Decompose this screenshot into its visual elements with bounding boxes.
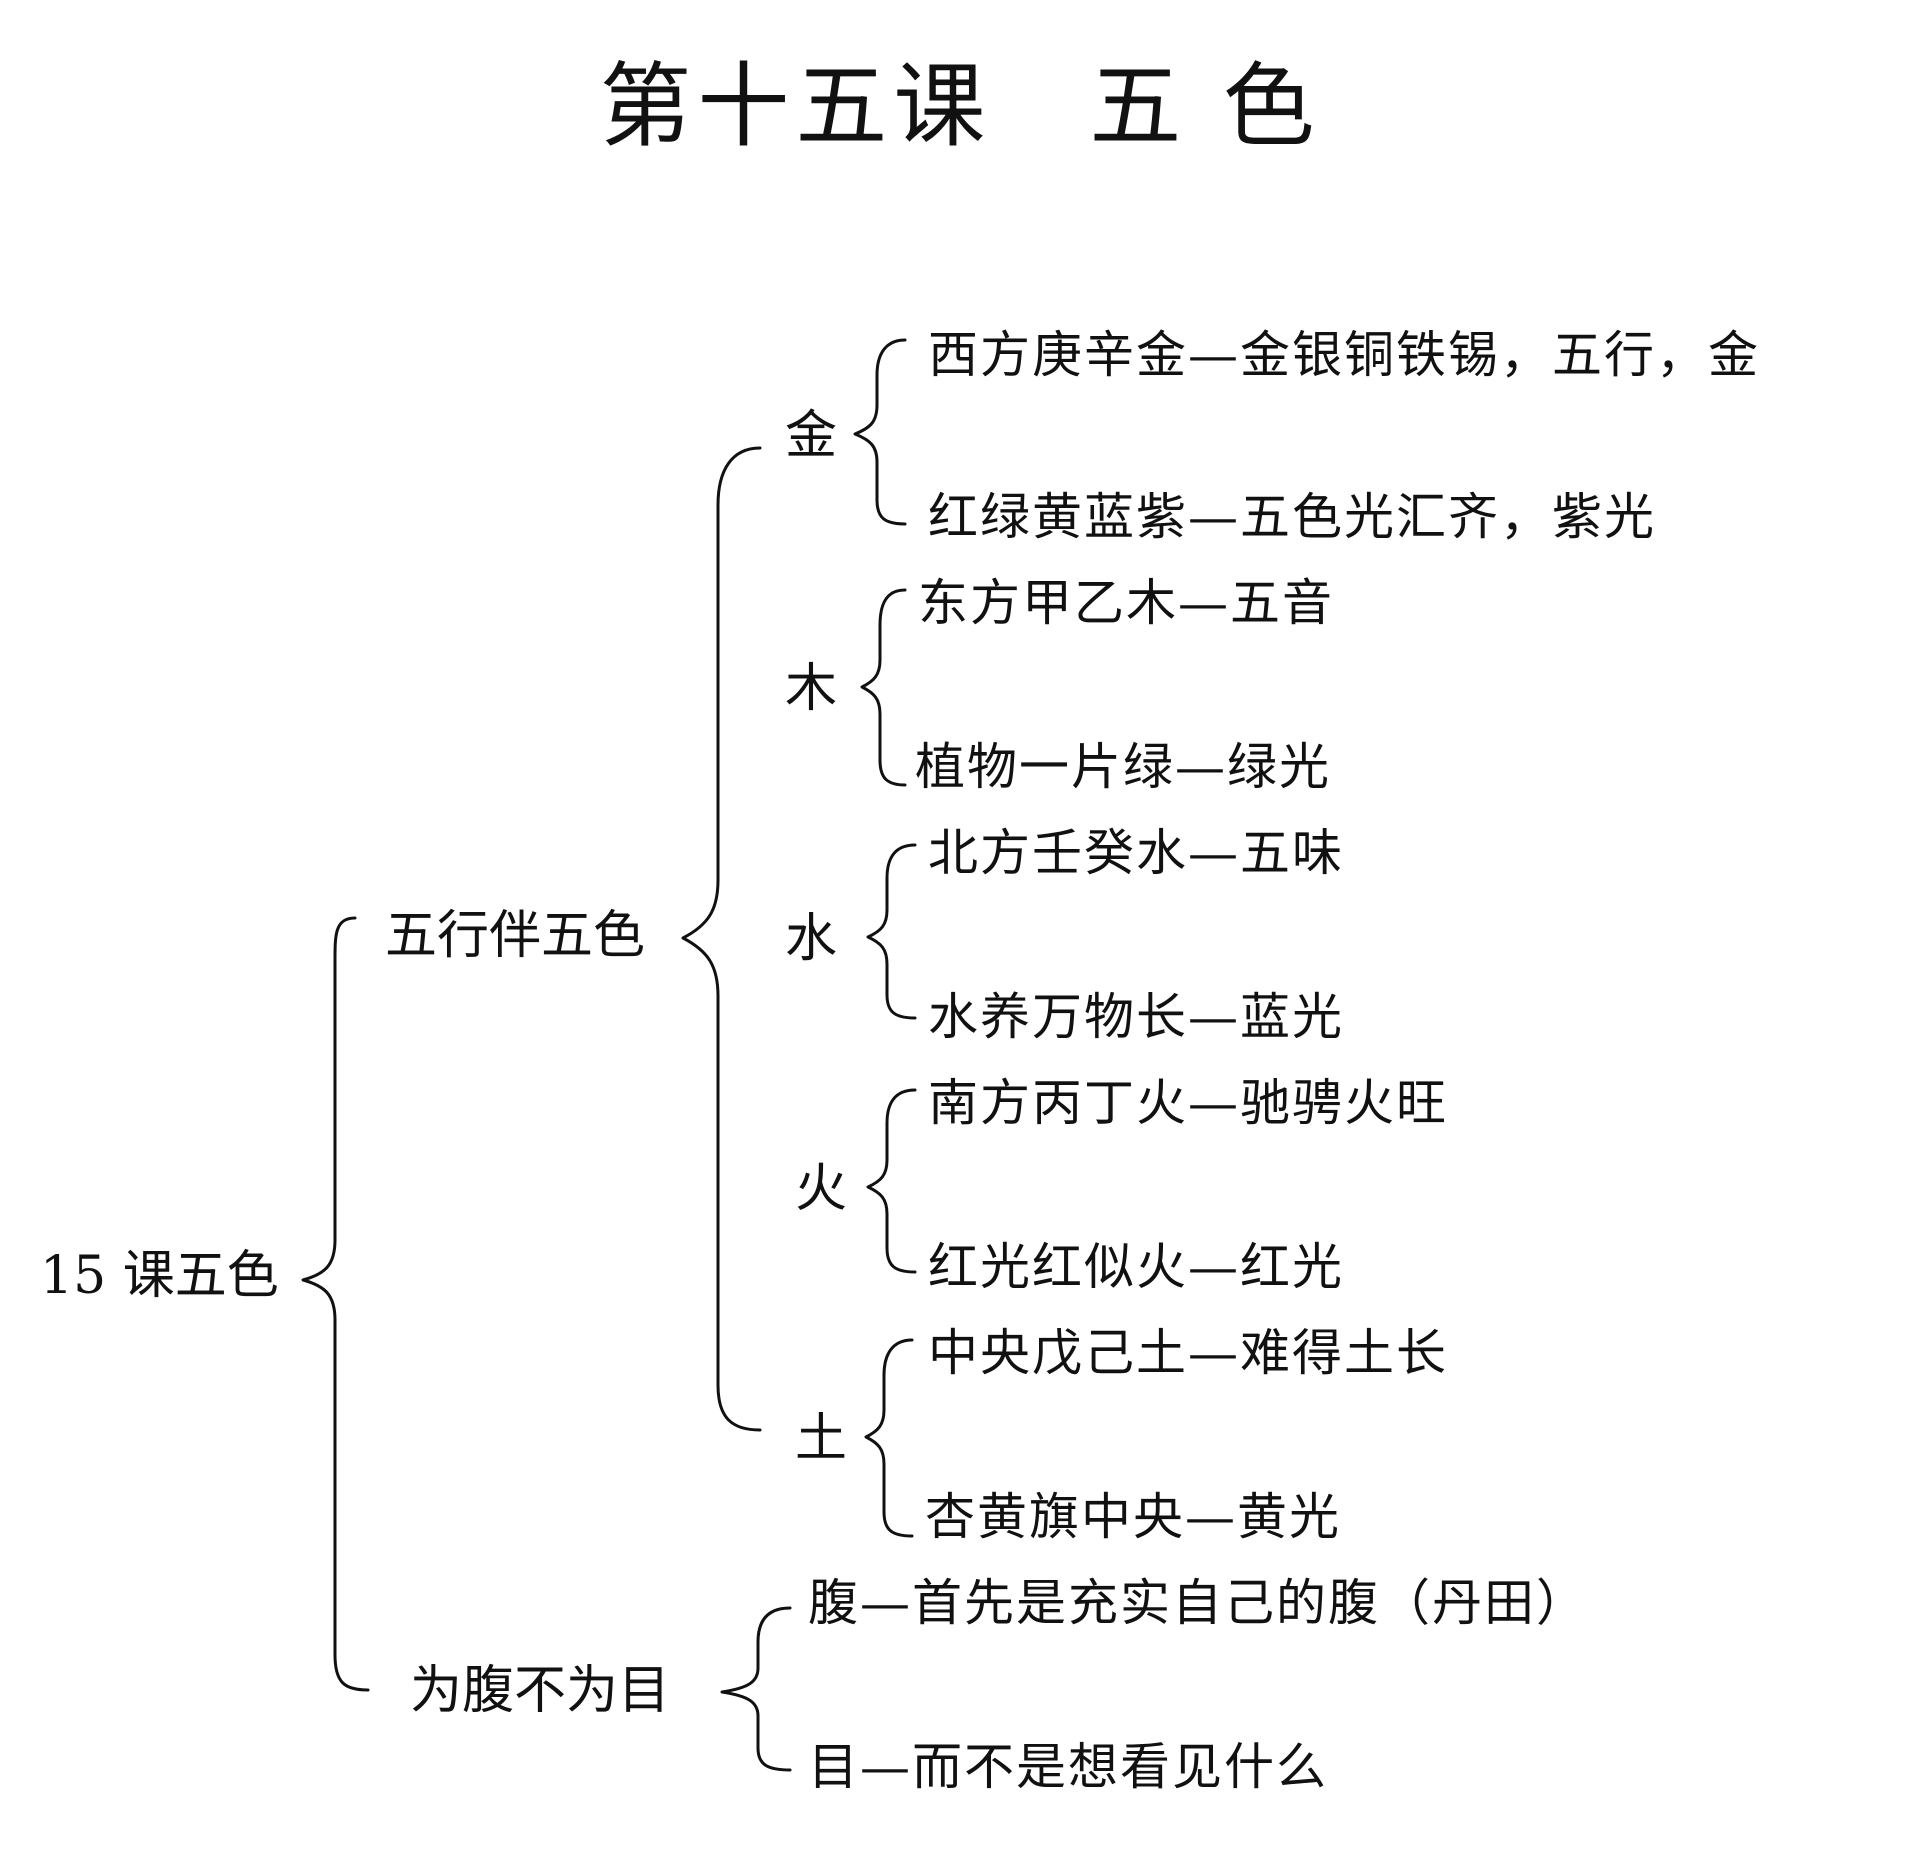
jin-bracket [853,338,907,526]
leaf-huo-1: 南方丙丁火—驰骋火旺 [928,1074,1448,1132]
element-shui: 水 [785,909,838,969]
leaf-tu-1: 中央戊己土—难得土长 [928,1324,1448,1382]
shui-bracket [866,843,917,1020]
tu-bracket [864,1338,914,1538]
branch-wuxing: 五行伴五色 [385,906,646,966]
branch-weifu: 为腹不为目 [410,1661,671,1721]
element-tu: 土 [795,1409,848,1469]
element-jin: 金 [785,406,838,466]
root-bracket [301,916,370,1692]
leaf-mu-1: 东方甲乙木—五音 [918,574,1334,632]
lesson-title: 第十五课 五 色 [599,53,1321,160]
leaf-mu-2: 植物一片绿—绿光 [915,738,1331,796]
leaf-tu-2: 杏黄旗中央—黄光 [925,1488,1341,1546]
leaf-huo-2: 红光红似火—红光 [928,1238,1344,1296]
root-node: 15 课五色 [40,1246,279,1306]
leaf-shui-1: 北方壬癸水—五味 [928,824,1344,882]
leaf-shui-2: 水养万物长—蓝光 [928,988,1344,1046]
huo-bracket [866,1088,917,1274]
leaf-mu-eye: 目—而不是想看见什么 [808,1738,1328,1796]
leaf-jin-1: 西方庚辛金—金银铜铁锡，五行，金 [928,326,1760,384]
element-mu: 木 [785,659,838,719]
element-huo: 火 [795,1159,848,1219]
mu-bracket [860,588,907,787]
wuxing-bracket [681,446,762,1432]
leaf-fu: 腹—首先是充实自己的腹（丹田） [808,1574,1588,1632]
weifu-bracket [720,1606,792,1772]
leaf-jin-2: 红绿黄蓝紫—五色光汇齐，紫光 [928,488,1656,546]
